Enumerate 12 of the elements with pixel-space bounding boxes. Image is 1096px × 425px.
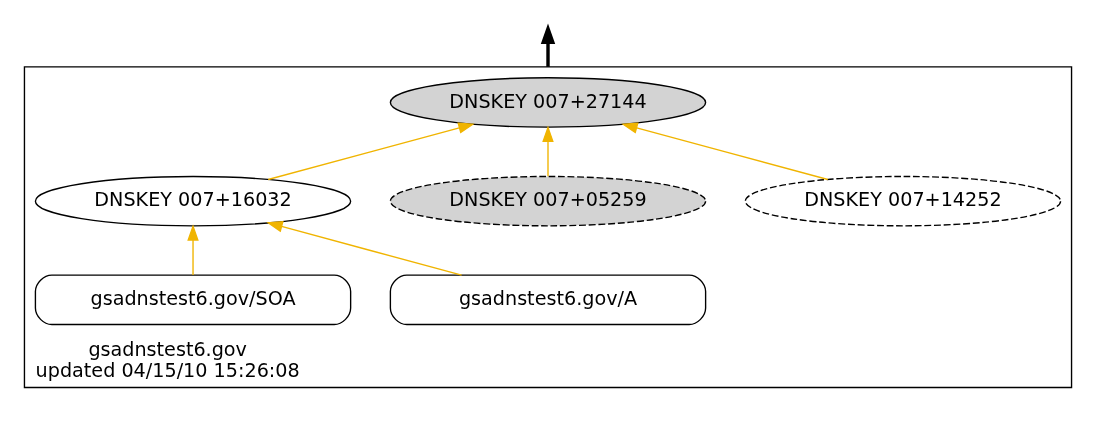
node-ellipse: DNSKEY 007+16032 [34,175,352,226]
arrow [187,223,199,276]
arrow [542,125,554,177]
node-ellipse: DNSKEY 007+27144 [389,76,707,128]
node-box: gsadnstest6.gov/SOA [34,274,352,325]
node-ellipse: DNSKEY 007+05259 [389,175,707,226]
arrow [540,22,556,67]
arrow [621,121,829,180]
arrow [266,220,463,276]
node-ellipse: DNSKEY 007+14252 [744,175,1062,226]
arrow [267,121,475,180]
node-box: gsadnstest6.gov/A [389,274,707,325]
